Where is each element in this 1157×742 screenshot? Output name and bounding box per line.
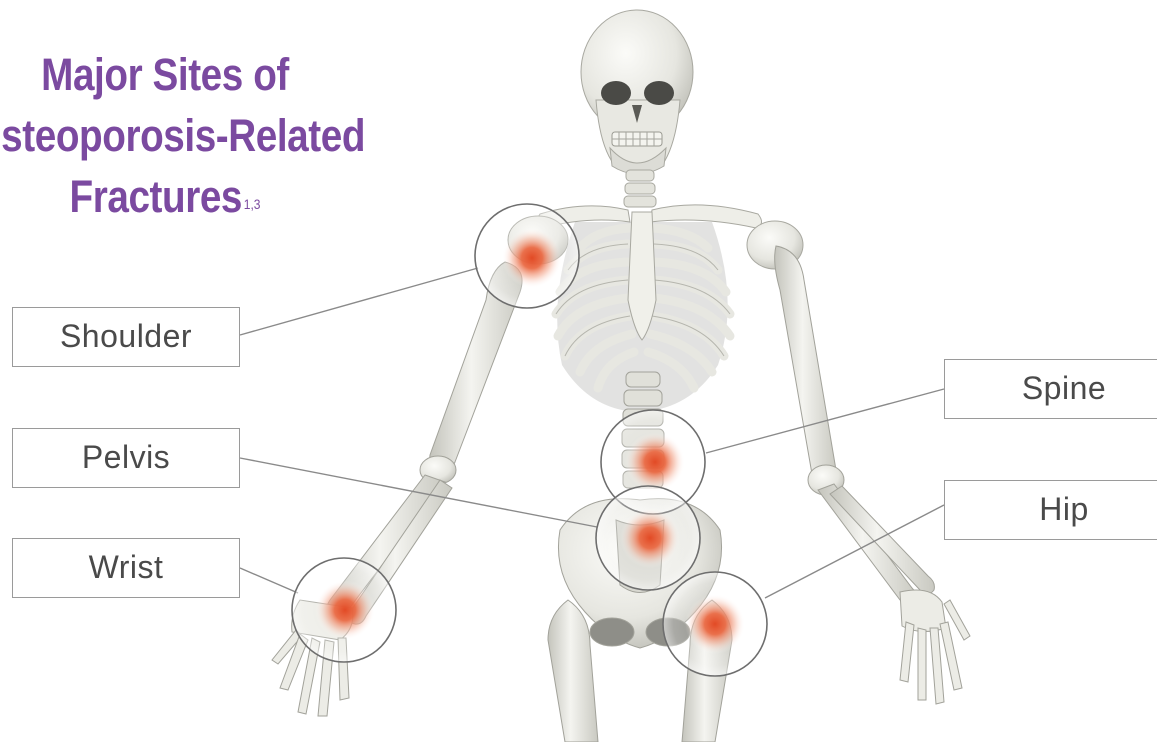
skull [581,10,693,174]
fracture-site-pelvis [596,486,700,590]
hotspot-wrist [315,580,375,640]
fracture-site-wrist [292,558,396,662]
cervical-spine [624,170,656,207]
title-superscript: 1,3 [244,196,261,212]
title-line-1: Major Sites of [0,44,359,105]
title-line-3: Fractures1,3 [0,166,359,227]
connector-wrist [240,568,298,593]
connector-shoulder [240,268,478,335]
title-line-3-text: Fractures [70,171,243,222]
hotspot-pelvis [620,508,680,568]
diagram-title: Major Sites of Osteoporosis-Related Frac… [0,44,359,227]
hotspot-hip [685,594,745,654]
label-spine: Spine [944,359,1157,419]
label-pelvis: Pelvis [12,428,240,488]
fracture-site-shoulder [475,204,579,308]
label-hip: Hip [944,480,1157,540]
label-shoulder: Shoulder [12,307,240,367]
hotspot-spine [625,432,685,492]
label-wrist: Wrist [12,538,240,598]
fracture-site-hip [663,572,767,676]
title-line-2: Osteoporosis-Related [0,105,359,166]
right-hand [900,590,970,704]
hotspot-shoulder [502,228,562,288]
